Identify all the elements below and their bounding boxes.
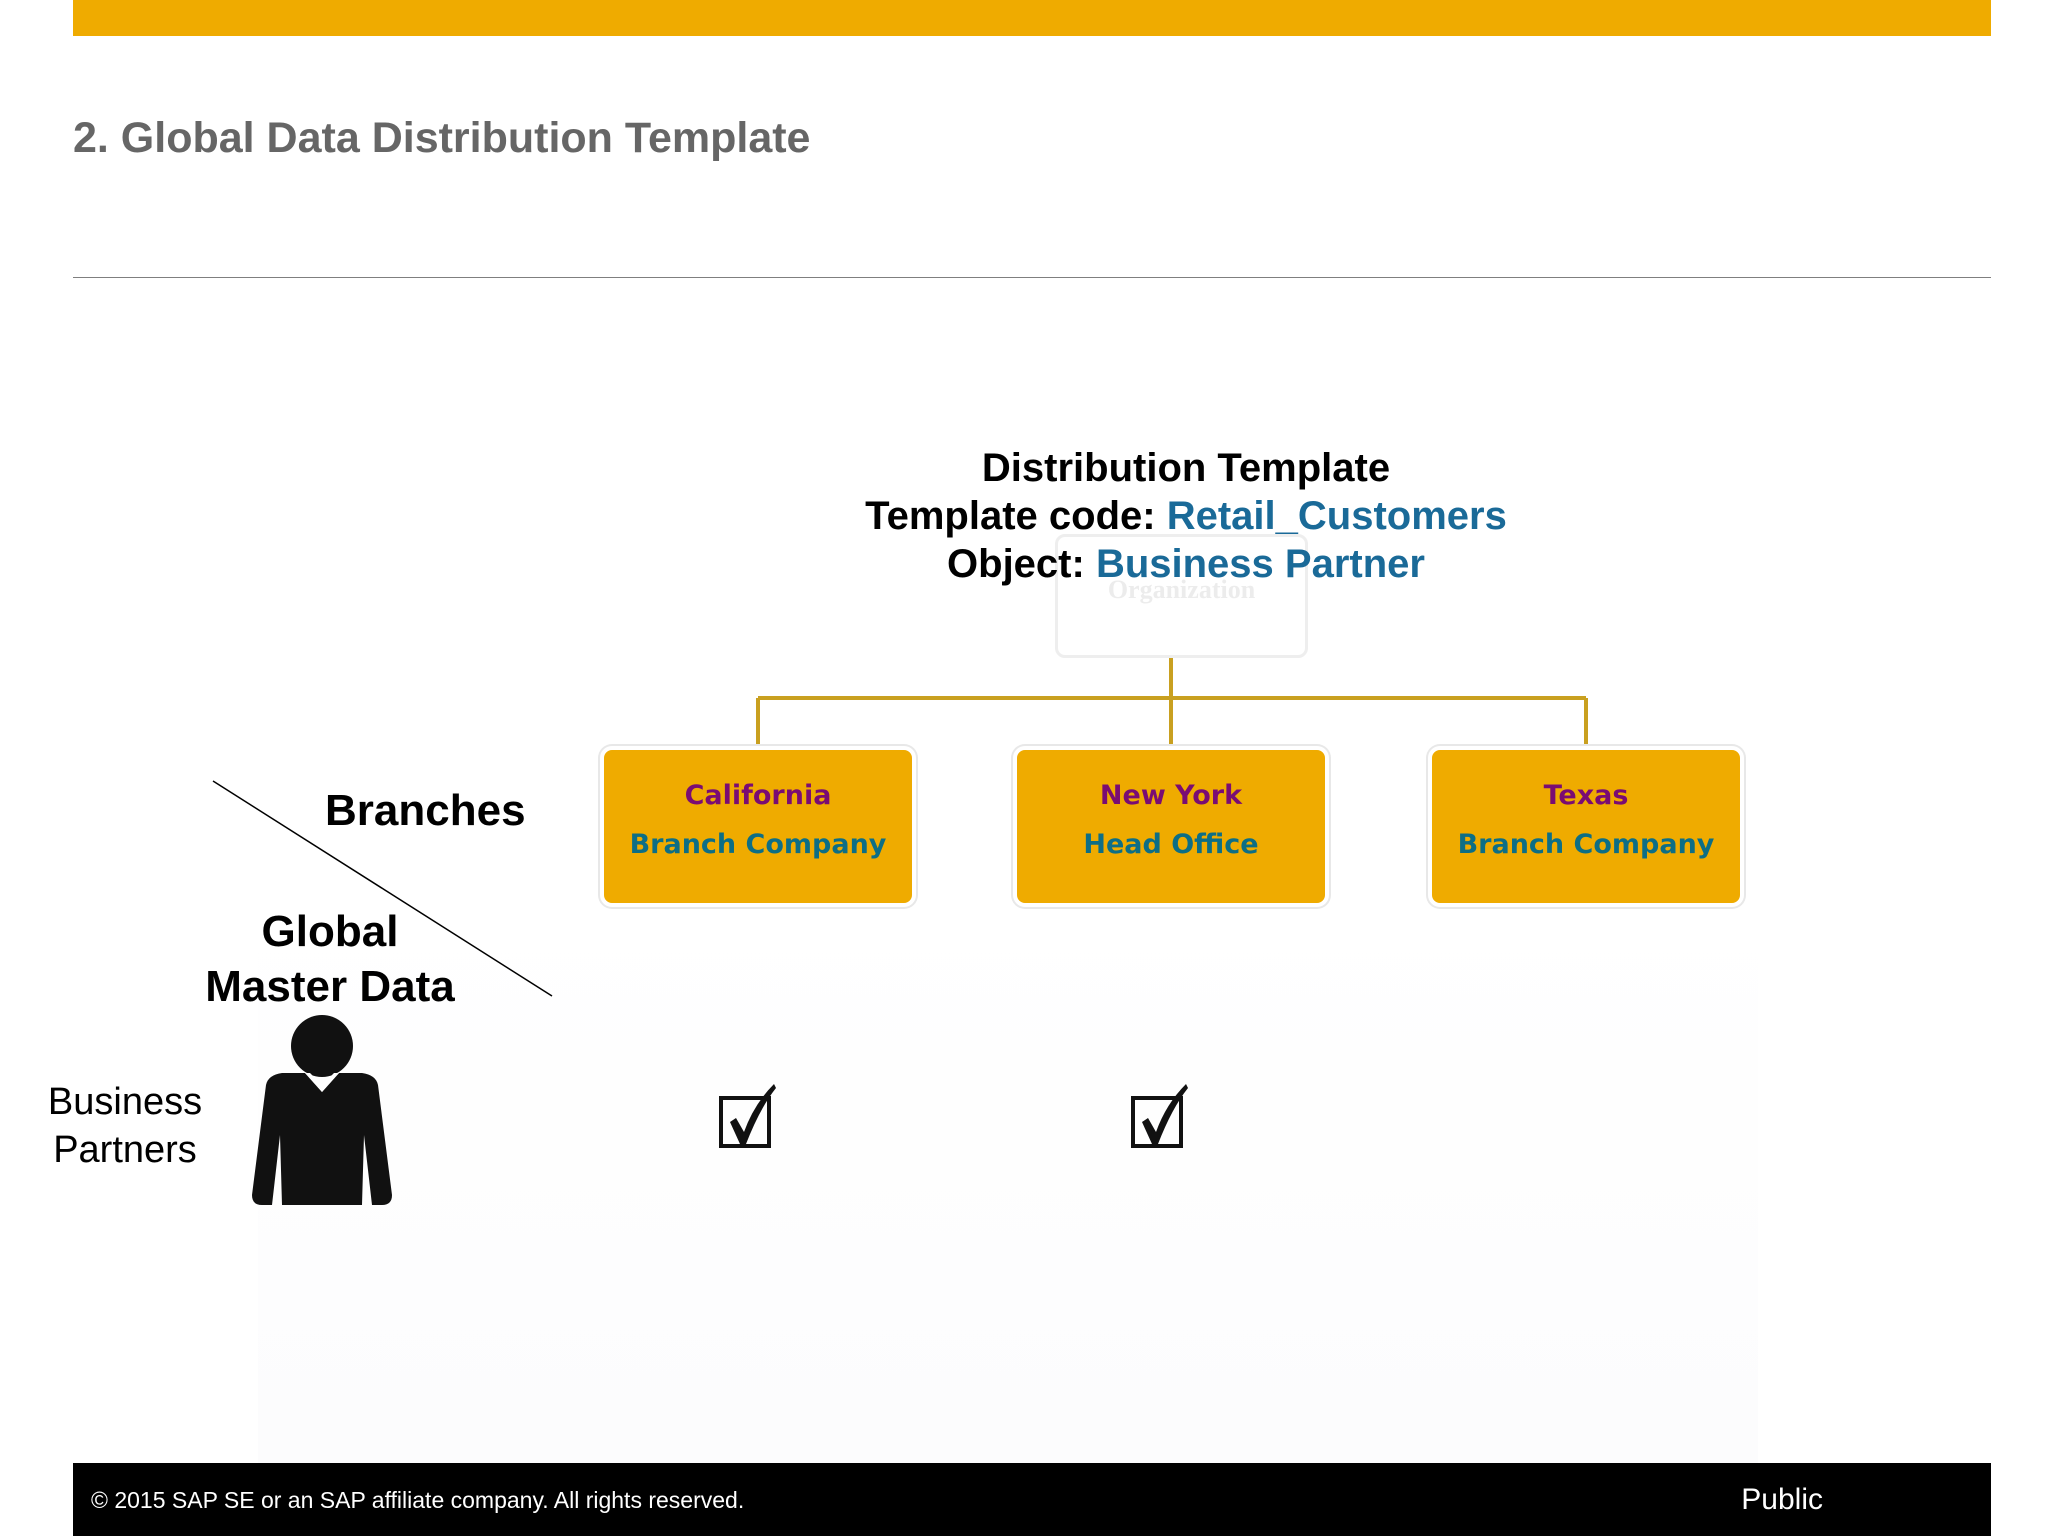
- branch-type: Head Office: [1083, 829, 1259, 860]
- row-header-line2: Master Data: [205, 962, 455, 1011]
- business-partners-label: Business Partners: [30, 1078, 220, 1174]
- branch-box-california: California Branch Company: [600, 746, 916, 907]
- distribution-template-info: Distribution Template Template code: Ret…: [830, 444, 1542, 588]
- template-object-line: Object: Business Partner: [830, 540, 1542, 588]
- checkbox-checked-icon: [1131, 1084, 1188, 1148]
- organization-label: Organization: [1107, 575, 1256, 604]
- branch-box-texas: Texas Branch Company: [1428, 746, 1744, 907]
- template-code-label: Template code:: [865, 494, 1156, 538]
- template-heading: Distribution Template: [981, 446, 1391, 490]
- classification-label: Public: [1741, 1483, 1823, 1516]
- global-master-data-row-header: Global Master Data: [180, 904, 480, 1014]
- row-header-line1: Global: [261, 907, 399, 956]
- branch-name: New York: [1099, 780, 1243, 811]
- template-object-label: Object:: [947, 542, 1085, 586]
- row-label-line1: Business: [47, 1081, 203, 1123]
- branch-box-new-york: New York Head Office: [1013, 746, 1329, 907]
- branch-name: California: [684, 780, 832, 811]
- organization-box: Organization: [1055, 534, 1308, 658]
- branches-column-header: Branches: [325, 786, 526, 835]
- copyright-text: © 2015 SAP SE or an SAP affiliate compan…: [91, 1487, 745, 1513]
- branch-name: Texas: [1543, 780, 1629, 811]
- branch-type: Branch Company: [629, 829, 887, 860]
- template-code-value: Retail_Customers: [1166, 494, 1507, 538]
- top-accent-bar: [73, 0, 1991, 36]
- title-divider: [73, 277, 1991, 278]
- template-object-value: Business Partner: [1095, 542, 1425, 586]
- footer-bar: © 2015 SAP SE or an SAP affiliate compan…: [73, 1463, 1991, 1536]
- branch-type: Branch Company: [1457, 829, 1715, 860]
- row-label-line2: Partners: [53, 1129, 197, 1171]
- matrix-background: [258, 905, 1758, 1470]
- template-code-line: Template code: Retail_Customers: [830, 492, 1542, 540]
- checkbox-checked-icon: [719, 1084, 776, 1148]
- person-icon: [252, 1015, 392, 1205]
- slide-title: 2. Global Data Distribution Template: [73, 114, 811, 162]
